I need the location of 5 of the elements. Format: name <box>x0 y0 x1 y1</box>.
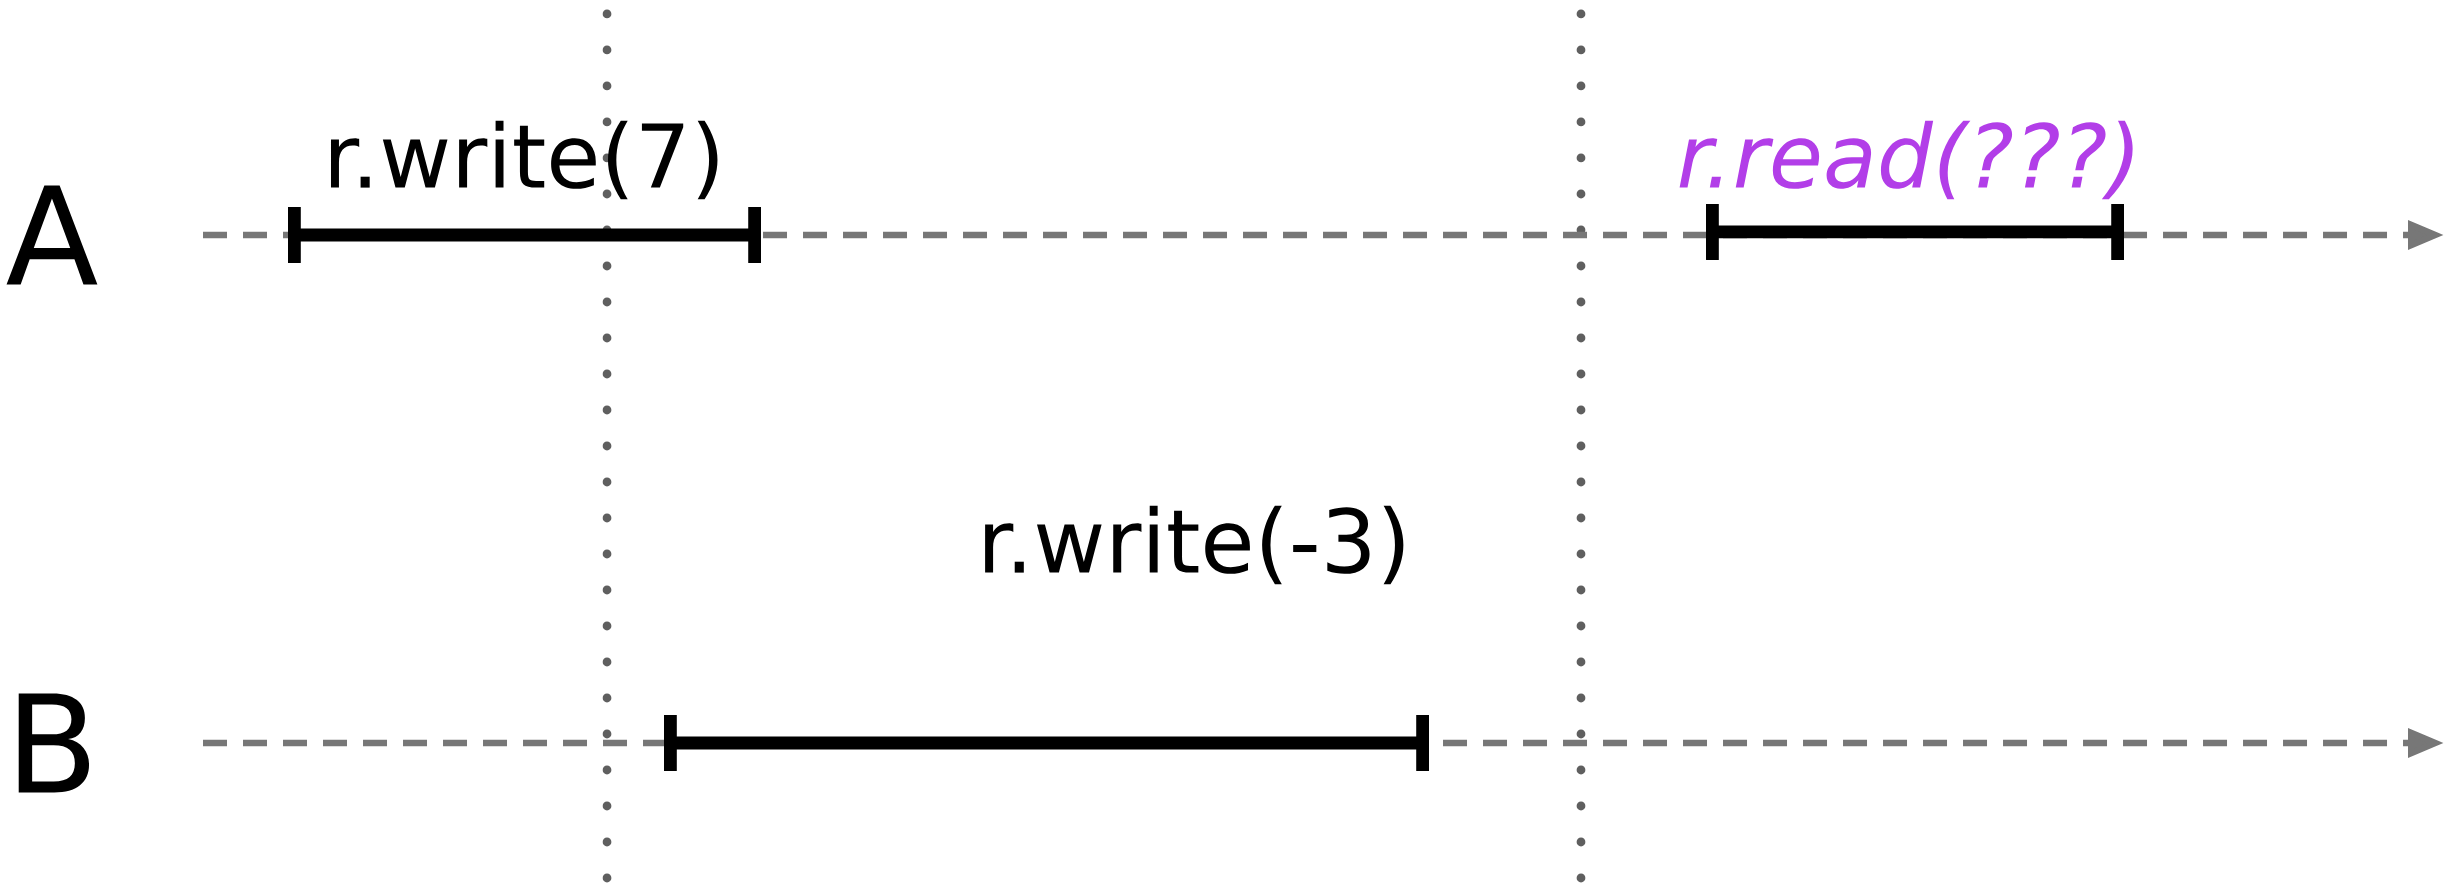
process-name: A <box>6 185 98 285</box>
operation-label: r.write(-3) <box>985 505 1404 585</box>
operation-label: r.read(???) <box>1679 120 2133 200</box>
operation-label: r.write(7) <box>331 120 718 200</box>
process-name: B <box>18 693 90 793</box>
